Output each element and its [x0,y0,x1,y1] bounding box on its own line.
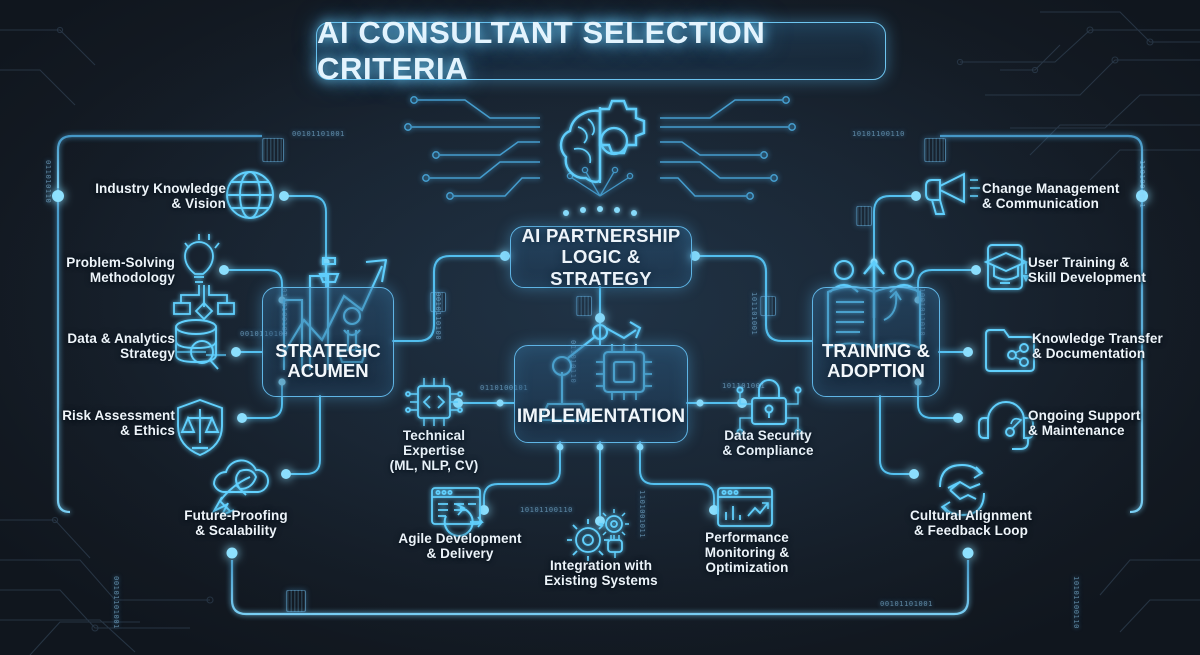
label-industry-knowledge[interactable]: Industry Knowledge & Vision [95,181,226,212]
robot-arm-chip-icon [538,321,652,422]
page-title: AI CONSULTANT SELECTION CRITERIA [316,15,886,86]
label-technical-expertise[interactable]: Technical Expertise (ML, NLP, CV) [389,428,479,474]
chip-decoration [286,590,306,612]
binary-decoration: 101101001 [750,292,758,336]
chip-decoration [262,138,284,162]
binary-decoration: 1101001011 [638,490,646,539]
binary-decoration: 10101100110 [520,506,573,514]
label-user-training[interactable]: User Training & Skill Development [1028,255,1146,286]
binary-decoration: 10101100110 [852,130,905,138]
pillar-implementation[interactable]: IMPLEMENTATION [514,345,688,443]
pillar-training-adoption[interactable]: TRAINING & ADOPTION [812,287,940,397]
megaphone-icon [925,172,980,215]
page-title-text: AI CONSULTANT SELECTION CRITERIA [317,15,766,86]
folder-share-icon [985,329,1035,372]
hub-node-label: AI PARTNERSHIP LOGIC & STRATEGY [521,225,681,289]
handshake-cycle-icon [939,464,985,516]
binary-decoration: 00101101001 [292,130,345,138]
binary-decoration: 0110100101 [480,384,529,392]
hub-node-ai-partnership[interactable]: AI PARTNERSHIP LOGIC & STRATEGY [510,225,692,289]
gears-plug-icon [567,509,629,561]
growth-chart-chess-icon [281,256,388,370]
open-book-people-icon [826,259,922,350]
label-risk-assessment[interactable]: Risk Assessment & Ethics [62,408,175,439]
label-change-management[interactable]: Change Management & Communication [982,181,1120,212]
cloud-rocket-icon [211,459,269,517]
shield-scales-icon [177,398,223,457]
pillar-label: IMPLEMENTATION [516,406,686,427]
label-problem-solving[interactable]: Problem-Solving Methodology [66,255,175,286]
kanban-refresh-icon [431,487,484,537]
headset-wrench-icon [978,401,1034,450]
binary-decoration: 0010110100 [240,330,288,338]
chip-decoration [576,296,592,316]
pillar-strategic-acumen[interactable]: STRATEGIC ACUMEN [262,287,394,397]
label-cultural-alignment[interactable]: Cultural Alignment & Feedback Loop [909,508,1033,539]
label-knowledge-transfer[interactable]: Knowledge Transfer & Documentation [1032,331,1163,362]
database-magnifier-icon [175,319,219,370]
binary-decoration: 011010110 [44,160,52,204]
code-chip-icon [405,378,463,426]
brain-gear-icon [559,99,646,185]
lightbulb-flowchart-icon [173,234,235,321]
label-integration-systems[interactable]: Integration with Existing Systems [544,558,658,589]
label-data-security[interactable]: Data Security & Compliance [722,428,814,459]
padlock-circuit-icon [736,379,802,436]
label-agile-development[interactable]: Agile Development & Delivery [398,531,522,562]
dashboard-chart-icon [717,487,773,527]
tablet-graduation-cap-icon [983,244,1030,290]
label-performance-monitoring[interactable]: Performance Monitoring & Optimization [704,530,790,576]
label-ongoing-support[interactable]: Ongoing Support & Maintenance [1028,408,1141,439]
pillar-label: STRATEGIC ACUMEN [275,339,381,382]
label-data-analytics[interactable]: Data & Analytics Strategy [67,331,175,362]
binary-decoration: 00101101001 [112,576,120,629]
globe-icon [226,171,274,219]
pillar-label: TRAINING & ADOPTION [822,339,930,382]
binary-decoration: 101101001 [722,382,766,390]
chip-decoration [856,206,872,226]
label-future-proofing[interactable]: Future-Proofing & Scalability [184,508,288,539]
binary-decoration: 00101101001 [880,600,933,608]
chip-decoration [430,292,446,312]
chip-decoration [924,138,946,162]
binary-decoration: 10101100110 [1072,576,1080,629]
chip-decoration [760,296,776,316]
